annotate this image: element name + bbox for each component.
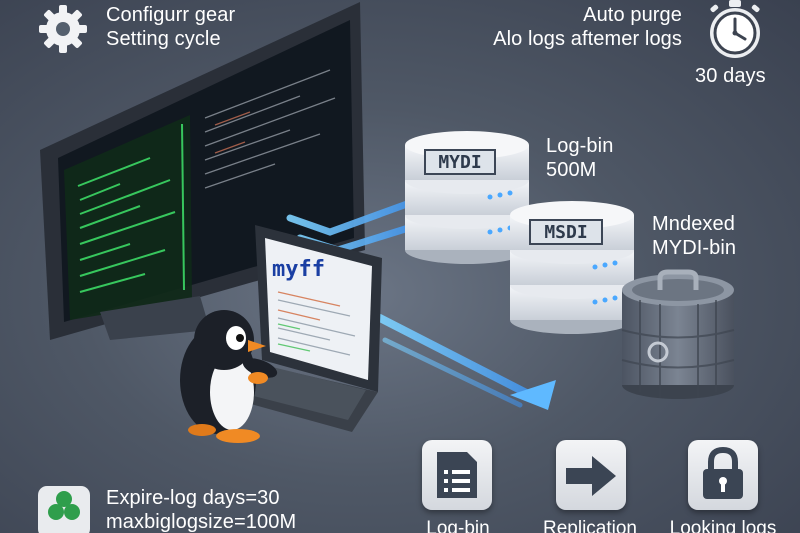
tile-replication-label: Replication bbox=[543, 518, 637, 533]
retention-days: 30 days bbox=[695, 65, 766, 87]
config-line-1: Configurr gear bbox=[106, 4, 236, 26]
purge-line-1: Auto purge bbox=[583, 4, 682, 26]
arrow-right-icon bbox=[566, 456, 616, 496]
settings-line-1: Expire-log days=30 bbox=[106, 487, 280, 509]
logbin-line-2: 500M bbox=[546, 159, 597, 181]
config-caption: Configurr gear Setting cycle bbox=[106, 3, 235, 51]
purge-caption: Auto purge Alo logs aftemer logs bbox=[493, 3, 682, 51]
settings-line-2: maxbiglogsize=100M bbox=[106, 511, 297, 533]
server-plate-mid: MSDI bbox=[544, 222, 587, 243]
indexed-caption: Mndexed MYDI-bin bbox=[652, 212, 736, 260]
tile-looking-logs-label: Looking logs bbox=[669, 518, 777, 533]
server-stack-primary: MYDI bbox=[405, 131, 529, 264]
flow-arrow-icon bbox=[510, 380, 556, 410]
document-list-icon bbox=[437, 452, 477, 498]
penguin-mascot-icon bbox=[180, 310, 278, 443]
stopwatch-icon bbox=[710, 0, 760, 58]
lock-icon bbox=[703, 446, 743, 499]
tile-log-bin-label: Log-bin bbox=[426, 518, 490, 533]
purge-line-2: Alo logs aftemer logs bbox=[493, 28, 682, 50]
config-line-2: Setting cycle bbox=[106, 28, 221, 50]
server-stack-secondary: MSDI bbox=[510, 201, 634, 334]
settings-chip-icon bbox=[48, 491, 80, 520]
gear-icon bbox=[39, 5, 87, 53]
archive-barrel-icon bbox=[621, 269, 735, 399]
server-plate-top: MYDI bbox=[438, 152, 481, 173]
indexed-line-1: Mndexed bbox=[652, 213, 735, 235]
logbin-caption: Log-bin 500M bbox=[546, 134, 613, 182]
logbin-line-1: Log-bin bbox=[546, 135, 614, 157]
indexed-line-2: MYDI-bin bbox=[652, 237, 737, 259]
settings-caption: Expire-log days=30 maxbiglogsize=100M bbox=[106, 486, 296, 533]
laptop-title: myff bbox=[272, 257, 325, 282]
